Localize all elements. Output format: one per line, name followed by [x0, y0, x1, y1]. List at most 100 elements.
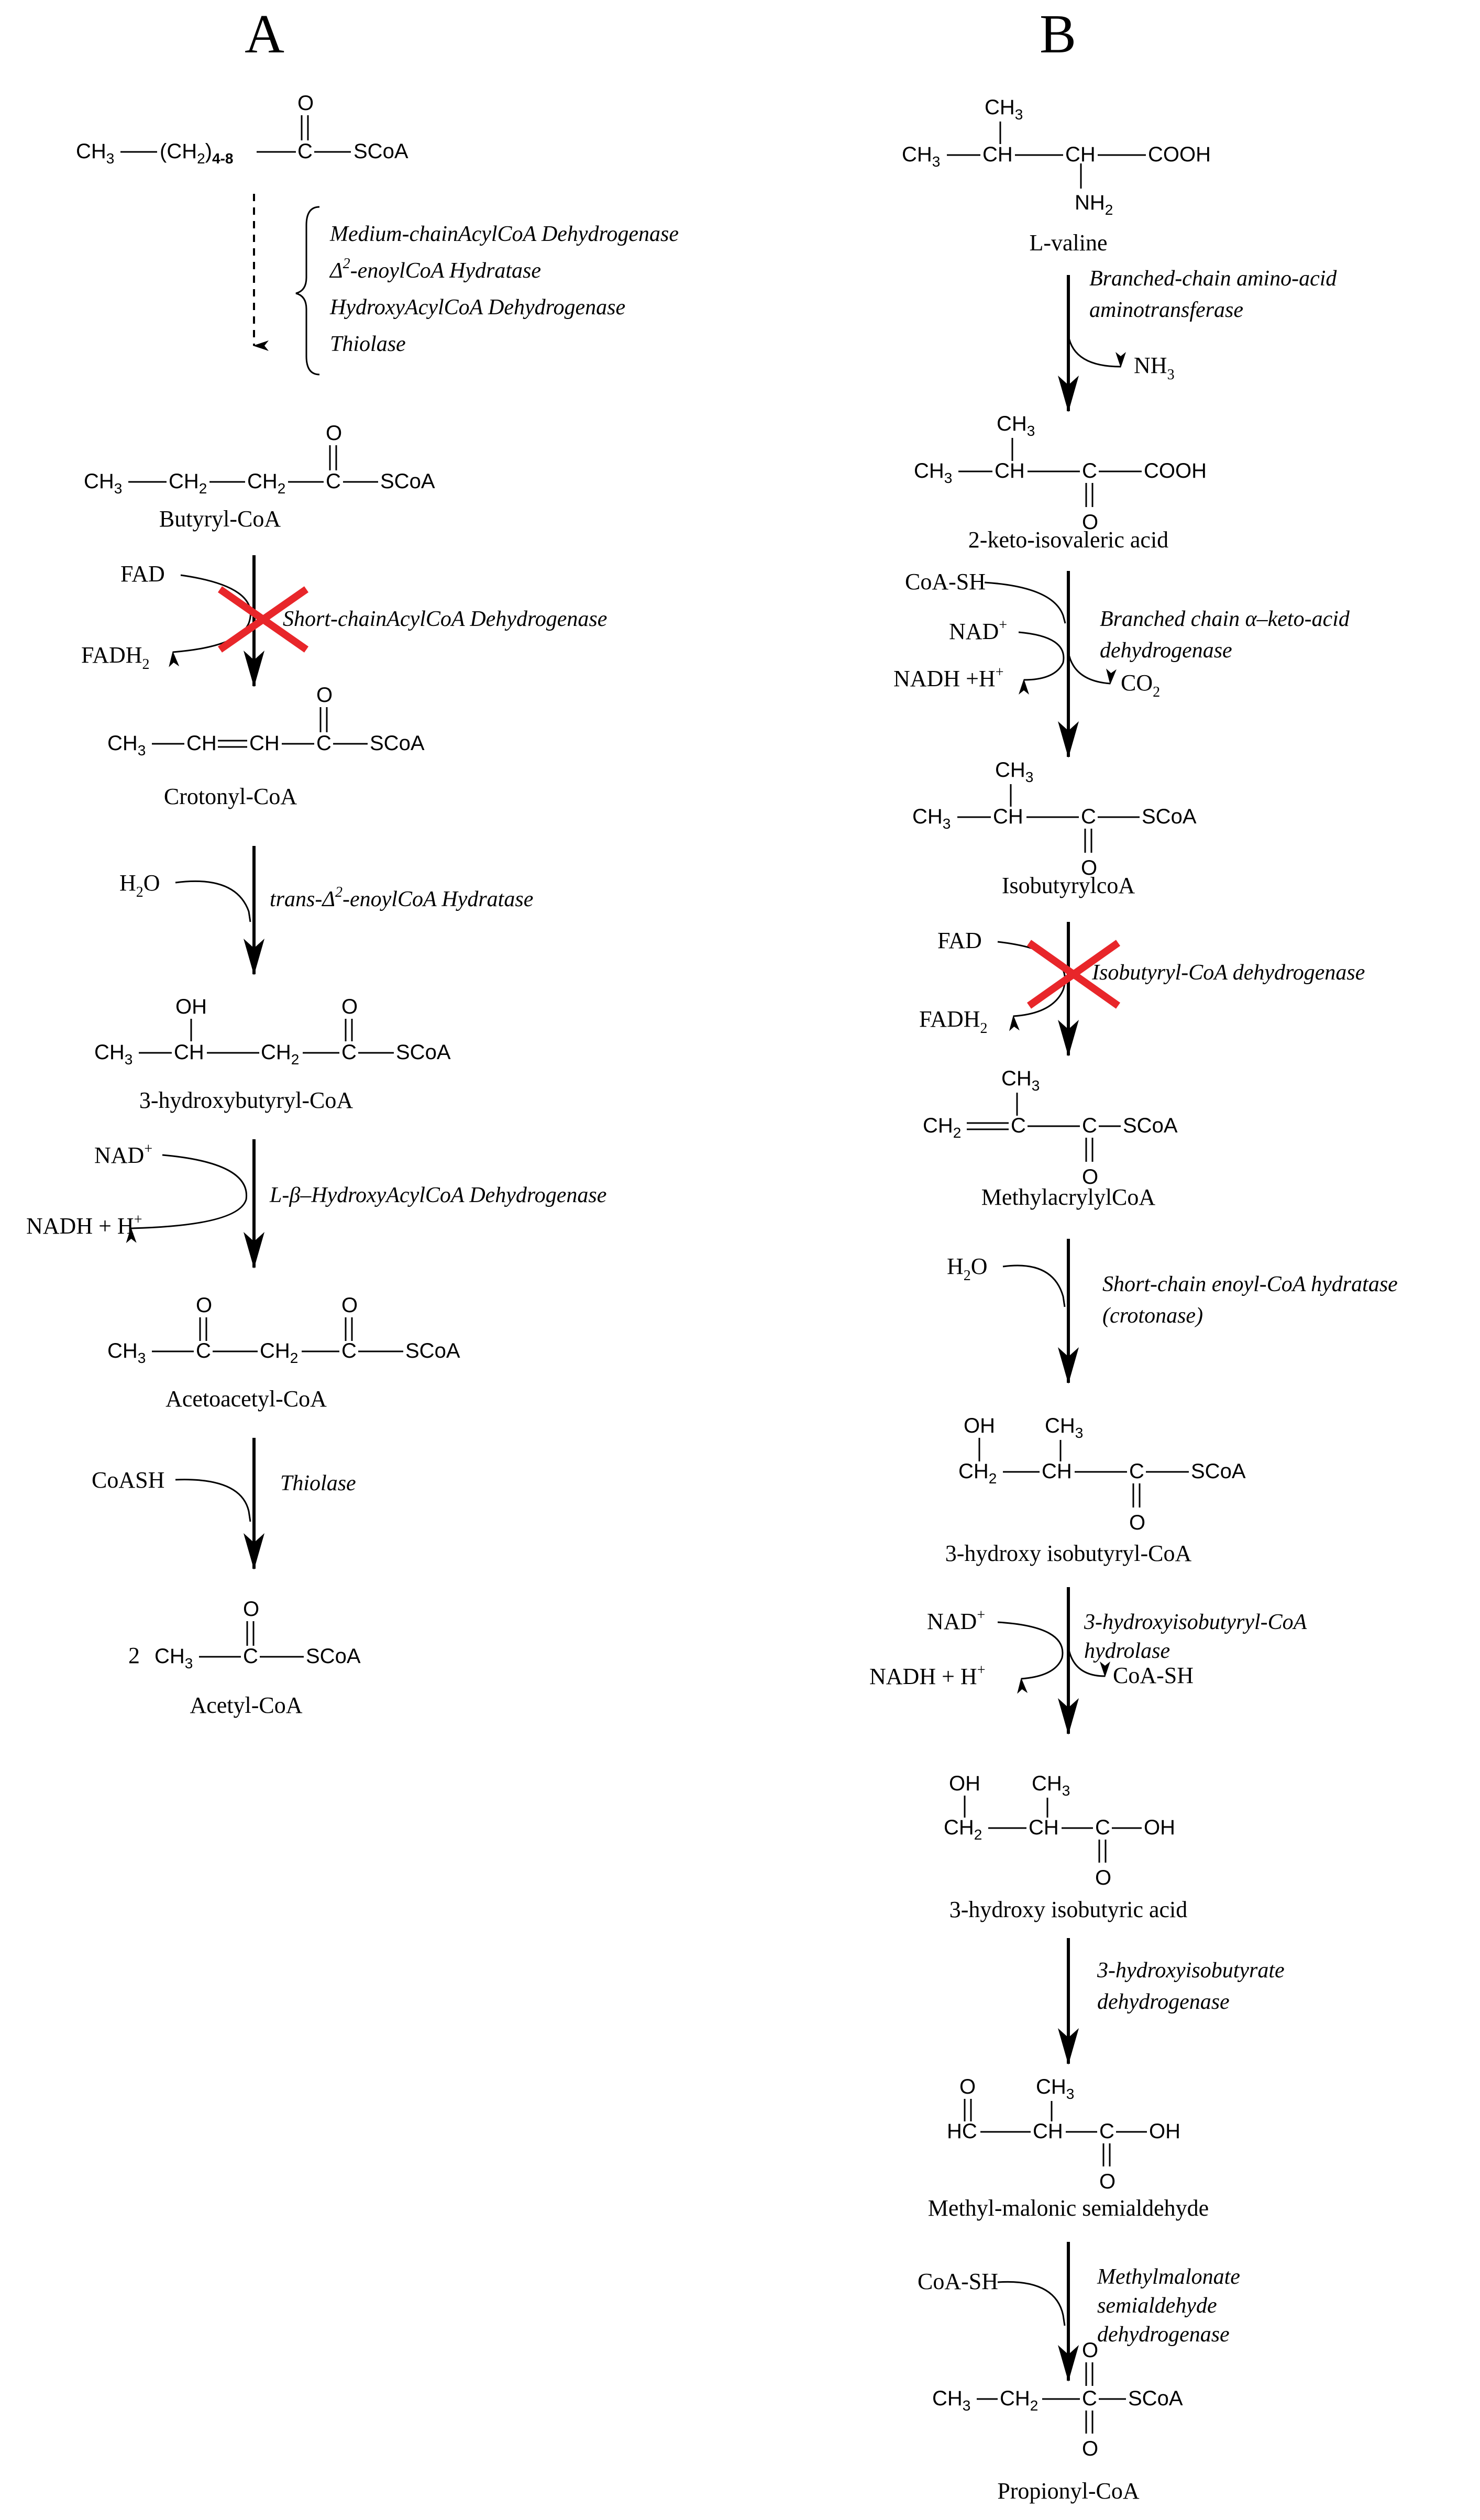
svg-text:C: C: [316, 732, 332, 755]
methyl-malonic-semialdehyde-structure: O CH3 HC CH C O OH: [947, 2075, 1180, 2193]
svg-text:CH: CH: [1029, 1816, 1059, 1839]
svg-text:O: O: [1082, 1165, 1098, 1189]
methylacrylyl-coa-name: MethylacrylylCoA: [981, 1184, 1156, 1210]
a-acyl-coa-structure: CH3 (CH2)4-8 C O SCoA: [76, 92, 408, 167]
svg-text:CH: CH: [1065, 143, 1096, 166]
svg-text:O: O: [196, 1294, 212, 1317]
b-enzyme-7-line1: Methylmalonate: [1097, 2265, 1240, 2289]
svg-text:C: C: [1011, 1114, 1026, 1137]
h2o-label-b: H2O: [947, 1253, 988, 1284]
svg-text:CH: CH: [1033, 2120, 1063, 2143]
b-enzyme-4-line1: Short-chain enoyl-CoA hydratase: [1102, 1272, 1398, 1296]
nad-label-b1: NAD+: [949, 617, 1007, 644]
svg-text:CH: CH: [993, 805, 1023, 828]
nad-curve-b2: [997, 1621, 1064, 1694]
svg-text:SCoA: SCoA: [354, 140, 408, 163]
nadh-label-a: NADH + H+: [26, 1212, 142, 1239]
fadh2-label-a: FADH2: [81, 642, 150, 673]
b-enzyme-3: Isobutyryl-CoA dehydrogenase: [1091, 961, 1365, 985]
svg-text:C: C: [1099, 2120, 1114, 2143]
b-enzyme-5-line1: 3-hydroxyisobutyryl-CoA: [1084, 1610, 1307, 1634]
svg-text:CH3: CH3: [1036, 2075, 1074, 2102]
svg-text:COOH: COOH: [1144, 459, 1207, 482]
svg-text:CH3: CH3: [154, 1645, 193, 1671]
svg-text:(CH2)4-8: (CH2)4-8: [160, 140, 233, 167]
svg-text:CH2: CH2: [260, 1339, 298, 1366]
coash-label-a: CoASH: [92, 1467, 164, 1493]
block-mark-a: [217, 586, 309, 653]
b-enzyme-2-line2: dehydrogenase: [1100, 639, 1232, 663]
svg-text:CH2: CH2: [1000, 2387, 1038, 2414]
2-keto-isovaleric-acid-structure: CH3 CH3 CH C O COOH: [914, 412, 1207, 534]
svg-text:CH3: CH3: [107, 732, 146, 758]
svg-text:OH: OH: [949, 1772, 980, 1795]
coash-label-b2: CoA-SH: [1113, 1663, 1194, 1688]
svg-text:OH: OH: [964, 1414, 995, 1437]
svg-text:CH3: CH3: [1045, 1414, 1083, 1441]
acetyl-coa-structure: 2 CH3 C O SCoA: [128, 1598, 361, 1671]
svg-text:CH3: CH3: [107, 1339, 146, 1366]
h2o-curve-b: [1002, 1264, 1066, 1307]
svg-text:CH3: CH3: [76, 140, 114, 167]
svg-text:CH3: CH3: [1032, 1772, 1070, 1799]
svg-text:O: O: [297, 92, 314, 115]
svg-text:CH2: CH2: [923, 1114, 961, 1141]
svg-text:SCoA: SCoA: [306, 1645, 361, 1668]
b-enzyme-7-line2: semialdehyde: [1097, 2294, 1217, 2318]
a-enzymes-0: Medium-chainAcylCoA Dehydrogenase Δ2-eno…: [329, 222, 679, 356]
svg-text:CH: CH: [995, 459, 1025, 482]
nadh-label-b2: NADH + H+: [869, 1662, 986, 1689]
a-enzyme-brace: [295, 206, 320, 376]
b-enzyme-5-line2: hydrolase: [1084, 1639, 1170, 1663]
panel-label-a: A: [245, 3, 284, 64]
nh3-curve: [1067, 335, 1126, 368]
svg-text:O: O: [1081, 856, 1097, 879]
l-valine-name: L-valine: [1029, 230, 1107, 256]
svg-text:CH3: CH3: [1001, 1067, 1040, 1094]
h2o-label-a: H2O: [119, 870, 160, 900]
propionyl-coa-structure: O CH3 CH2 C O SCoA: [932, 2339, 1183, 2460]
a-enzyme-3: L-β–HydroxyAcylCoA Dehydrogenase: [269, 1183, 606, 1207]
svg-text:SCoA: SCoA: [396, 1041, 451, 1064]
nad-label-a: NAD+: [94, 1141, 152, 1168]
svg-text:O: O: [1099, 2170, 1115, 2193]
svg-text:CH2: CH2: [958, 1460, 997, 1487]
svg-text:C: C: [341, 1041, 357, 1064]
svg-text:C: C: [1095, 1816, 1110, 1839]
svg-text:SCoA: SCoA: [405, 1339, 460, 1362]
coash-label-b1: CoA-SH: [905, 569, 986, 595]
svg-text:SCoA: SCoA: [1191, 1460, 1246, 1483]
svg-text:CH: CH: [982, 143, 1013, 166]
3-hydroxy-isobutyric-acid-structure: OH CH3 CH2 CH C O OH: [944, 1772, 1175, 1889]
svg-text:CH3: CH3: [84, 470, 122, 497]
l-valine-structure: CH3 CH3 CH CH COOH NH2: [902, 96, 1211, 218]
svg-text:O: O: [341, 995, 358, 1018]
svg-text:OH: OH: [175, 995, 207, 1018]
svg-text:C: C: [1129, 1460, 1144, 1483]
svg-text:C: C: [1081, 805, 1096, 828]
svg-text:2: 2: [128, 1643, 140, 1668]
svg-text:C: C: [297, 140, 313, 163]
svg-text:CH3: CH3: [985, 96, 1023, 123]
methyl-malonic-semialdehyde-name: Methyl-malonic semialdehyde: [928, 2195, 1209, 2221]
svg-text:SCoA: SCoA: [1142, 805, 1197, 828]
svg-text:CH3: CH3: [912, 805, 951, 832]
h2o-curve-a: [175, 880, 251, 922]
svg-text:C: C: [1082, 2387, 1097, 2410]
svg-text:COOH: COOH: [1148, 143, 1211, 166]
svg-text:O: O: [316, 684, 333, 707]
svg-text:CH2: CH2: [247, 470, 285, 497]
svg-text:Thiolase: Thiolase: [330, 332, 406, 356]
nadh-label-b1: NADH +H+: [893, 664, 1004, 691]
fad-curve-a: [169, 574, 251, 667]
svg-text:OH: OH: [1149, 2120, 1180, 2143]
svg-text:CH: CH: [249, 732, 280, 755]
b-enzyme-1-line2: aminotransferase: [1089, 298, 1243, 322]
svg-text:SCoA: SCoA: [380, 470, 435, 493]
svg-text:O: O: [1082, 2437, 1098, 2460]
svg-text:O: O: [1095, 1866, 1111, 1889]
svg-text:O: O: [1082, 2339, 1098, 2362]
svg-text:C: C: [1082, 459, 1097, 482]
svg-text:CH3: CH3: [995, 758, 1033, 785]
